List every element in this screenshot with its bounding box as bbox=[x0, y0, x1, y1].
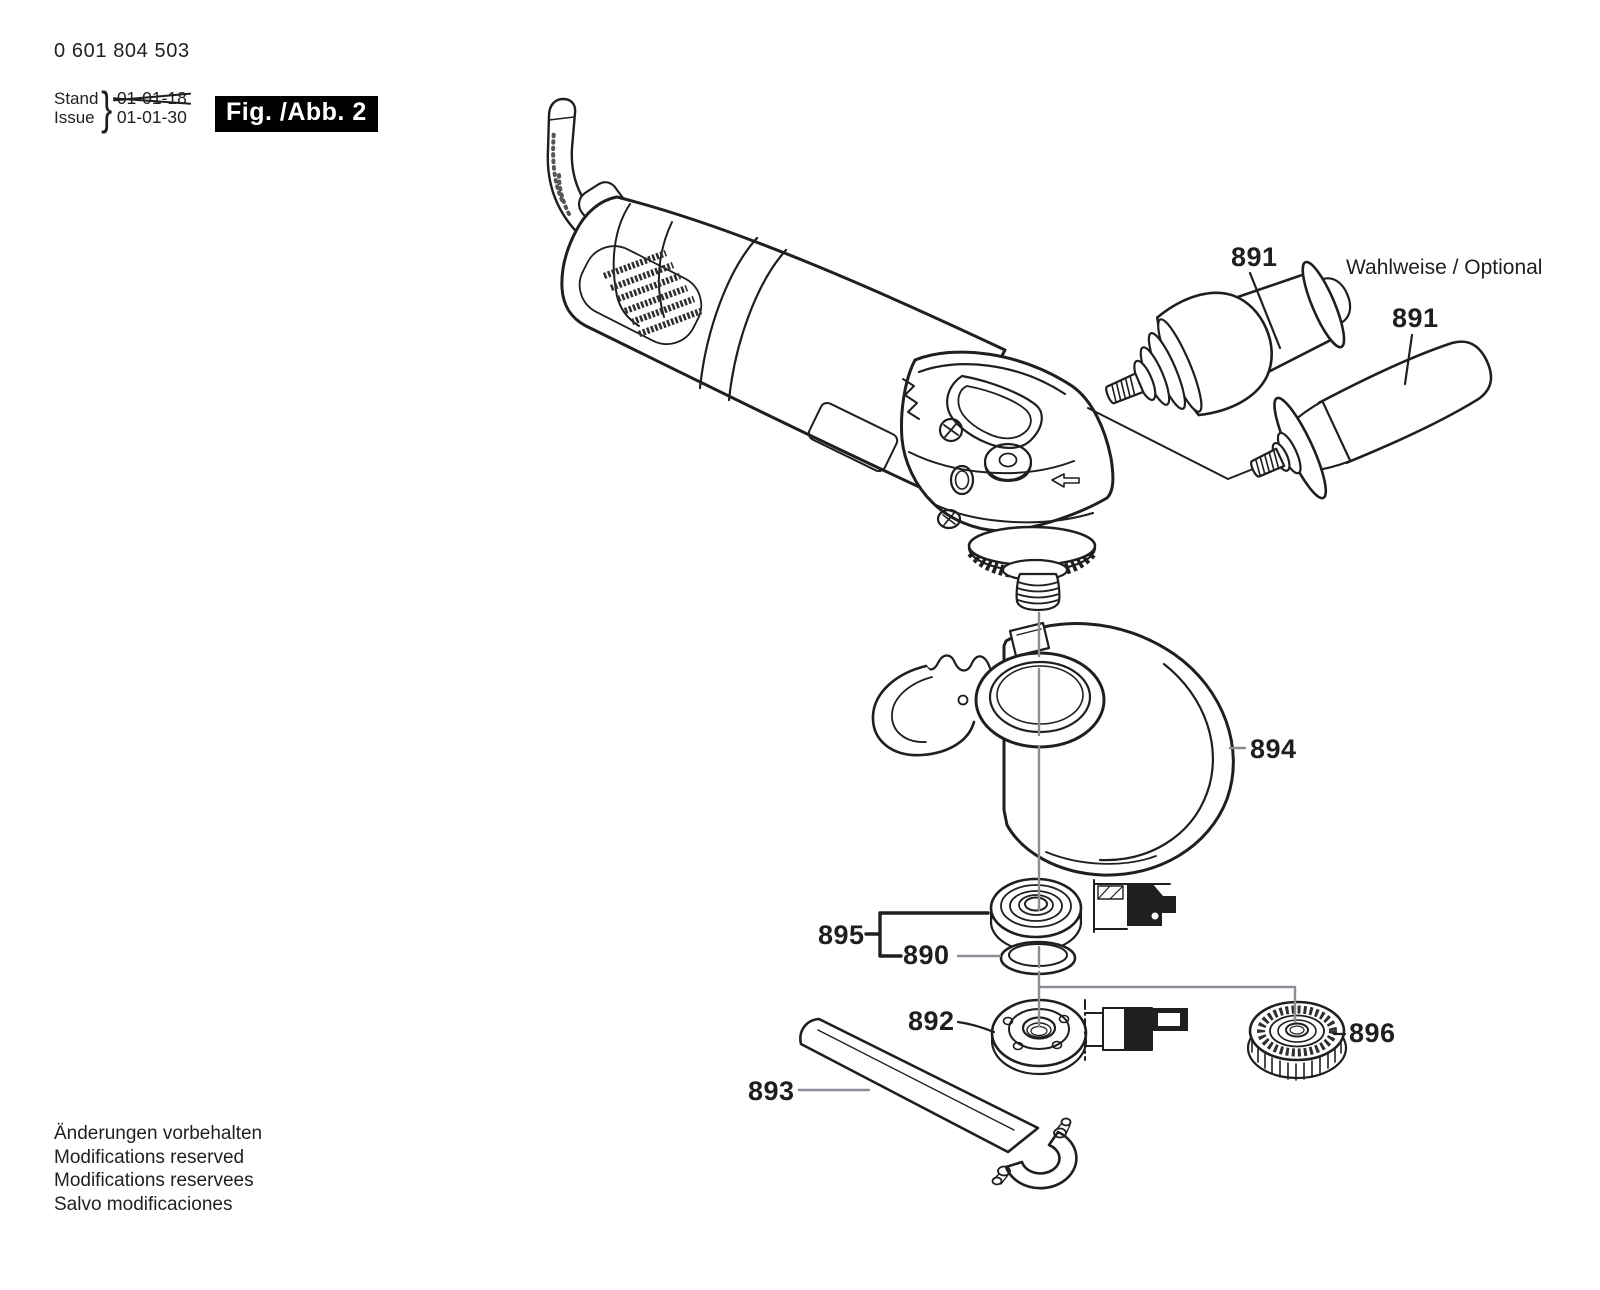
part-label-895-flange-set: 895 bbox=[818, 920, 865, 950]
handle-window bbox=[946, 374, 1043, 449]
pin-wrench-893 bbox=[799, 1017, 1078, 1190]
side-handle-891 bbox=[1105, 260, 1352, 417]
vent-slots bbox=[602, 249, 703, 338]
part-label-892-clamp-nut: 892 bbox=[908, 1006, 955, 1036]
notice-line-en: Modifications reserved bbox=[54, 1146, 245, 1168]
optional-note: Wahlweise / Optional bbox=[1346, 256, 1543, 279]
spindle bbox=[967, 525, 1097, 612]
stand-label: Stand bbox=[54, 88, 99, 108]
gear-head bbox=[900, 350, 1115, 533]
housing-screw-icon bbox=[938, 417, 964, 443]
quick-clamp-nut-896 bbox=[1246, 1000, 1348, 1081]
clamp-nut-892 bbox=[990, 998, 1088, 1076]
issue-label: Issue bbox=[54, 108, 95, 127]
leader-lines bbox=[797, 271, 1414, 1092]
flange-cross-section-icon bbox=[1093, 879, 1176, 933]
part-label-891-handle-optional: 891 bbox=[1392, 303, 1439, 333]
rotation-arrow-icon bbox=[1051, 473, 1080, 488]
notice-line-es: Salvo modificaciones bbox=[54, 1193, 233, 1215]
brace-glyph: } bbox=[101, 82, 113, 134]
angle-grinder-body bbox=[560, 195, 1007, 494]
part-label-896-quick-nut: 896 bbox=[1349, 1018, 1396, 1048]
part-label-890-o-ring: 890 bbox=[903, 940, 950, 970]
backing-flange-895 bbox=[989, 877, 1083, 953]
part-label-894-wheel-guard: 894 bbox=[1250, 734, 1297, 764]
issue-date-block: Stand Issue } 01-01-18 01-01-30 bbox=[54, 82, 187, 134]
nut-cross-section-icon bbox=[1084, 999, 1188, 1061]
side-handle-891-optional bbox=[1250, 340, 1493, 500]
notice-line-fr: Modifications reservees bbox=[54, 1170, 254, 1191]
assembly-center-line bbox=[1037, 611, 1297, 1028]
figure-number-box: Fig. /Abb. 2 bbox=[215, 96, 378, 132]
part-label-891-handle: 891 bbox=[1231, 242, 1278, 272]
wheel-guard-894 bbox=[871, 621, 1235, 877]
notice-line-de: Änderungen vorbehalten bbox=[54, 1123, 263, 1144]
part-label-893-pin-wrench: 893 bbox=[748, 1076, 795, 1106]
nameplate-recess bbox=[807, 401, 899, 473]
bracket-895 bbox=[864, 911, 990, 958]
vent-panel bbox=[578, 245, 703, 345]
handle-assembly-line bbox=[1087, 407, 1254, 480]
issue-date: 01-01-30 bbox=[116, 107, 187, 127]
type-number: 0 601 804 503 bbox=[54, 40, 190, 62]
superseded-date: 01-01-18 bbox=[116, 87, 187, 108]
grease-port bbox=[949, 464, 975, 496]
modifications-notice: Änderungen vorbehalten Modifications res… bbox=[54, 1122, 262, 1216]
